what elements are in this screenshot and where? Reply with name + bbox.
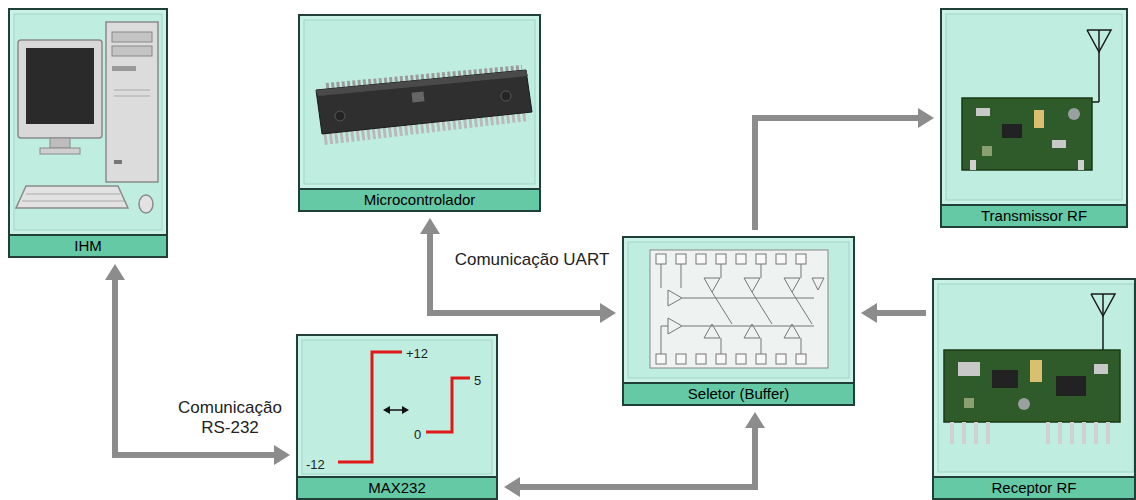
- computer-tower: [106, 22, 158, 182]
- receiver-box: Receptor RF: [932, 278, 1136, 500]
- arrow-head: [918, 108, 934, 128]
- connector-line: [518, 426, 755, 487]
- ic-schematic: [650, 250, 828, 368]
- arrow-head: [274, 445, 290, 465]
- rs232-level-step: [338, 352, 402, 462]
- rf-receiver-illustration: [934, 280, 1134, 476]
- arrow-head: [745, 412, 765, 428]
- arrow-head: [861, 303, 877, 323]
- connector-line: [115, 278, 276, 455]
- chip-illustration: [300, 16, 539, 188]
- computer-box: IHM: [8, 8, 168, 258]
- connector-arrow: [105, 264, 290, 465]
- microcontroller-box: Microcontrolador: [298, 14, 541, 212]
- buffer-ic-illustration: [624, 238, 853, 382]
- arrow-head: [105, 264, 125, 280]
- connector-label: Comunicação RS-232: [178, 398, 282, 437]
- connector-label: Comunicação UART: [455, 250, 610, 269]
- box-label: Microcontrolador: [364, 191, 476, 208]
- rf-module-board: [944, 350, 1120, 444]
- connector-arrow: [420, 218, 616, 323]
- rf-module-board: [962, 98, 1092, 170]
- ttl-level-step: [426, 378, 470, 432]
- computer-monitor: [18, 40, 102, 154]
- arrow-head: [600, 303, 616, 323]
- connector-line: [430, 232, 602, 313]
- arrow-head: [504, 477, 520, 497]
- double-arrow: [383, 406, 409, 414]
- box-label: Seletor (Buffer): [688, 385, 789, 402]
- transmitter-box: Transmissor RF: [940, 8, 1128, 228]
- box-label: MAX232: [368, 479, 426, 496]
- label-band: Receptor RF: [934, 476, 1134, 498]
- keyboard: [16, 186, 153, 213]
- dip-chip: [316, 68, 532, 138]
- arrow-head: [420, 218, 440, 234]
- box-label: Transmissor RF: [981, 207, 1087, 224]
- antenna-symbol: [1091, 294, 1115, 352]
- label-band: Seletor (Buffer): [624, 382, 853, 404]
- rf-transmitter-illustration: [942, 10, 1126, 204]
- connector-arrow: [861, 303, 926, 323]
- computer-illustration: [10, 10, 166, 234]
- antenna-symbol: [1087, 30, 1111, 102]
- label-band: Transmissor RF: [942, 204, 1126, 226]
- box-label: Receptor RF: [991, 479, 1076, 496]
- label-band: MAX232: [298, 476, 496, 498]
- selector-box: Seletor (Buffer): [622, 236, 855, 406]
- connector-line: [875, 310, 926, 316]
- level-shift-illustration: [298, 336, 496, 476]
- connector-arrow: [755, 108, 934, 230]
- max232-box: MAX232: [296, 334, 498, 500]
- label-band: Microcontrolador: [300, 188, 539, 210]
- box-label: IHM: [74, 237, 102, 254]
- connector-arrow: [504, 412, 765, 497]
- connector-line: [755, 118, 920, 230]
- label-band: IHM: [10, 234, 166, 256]
